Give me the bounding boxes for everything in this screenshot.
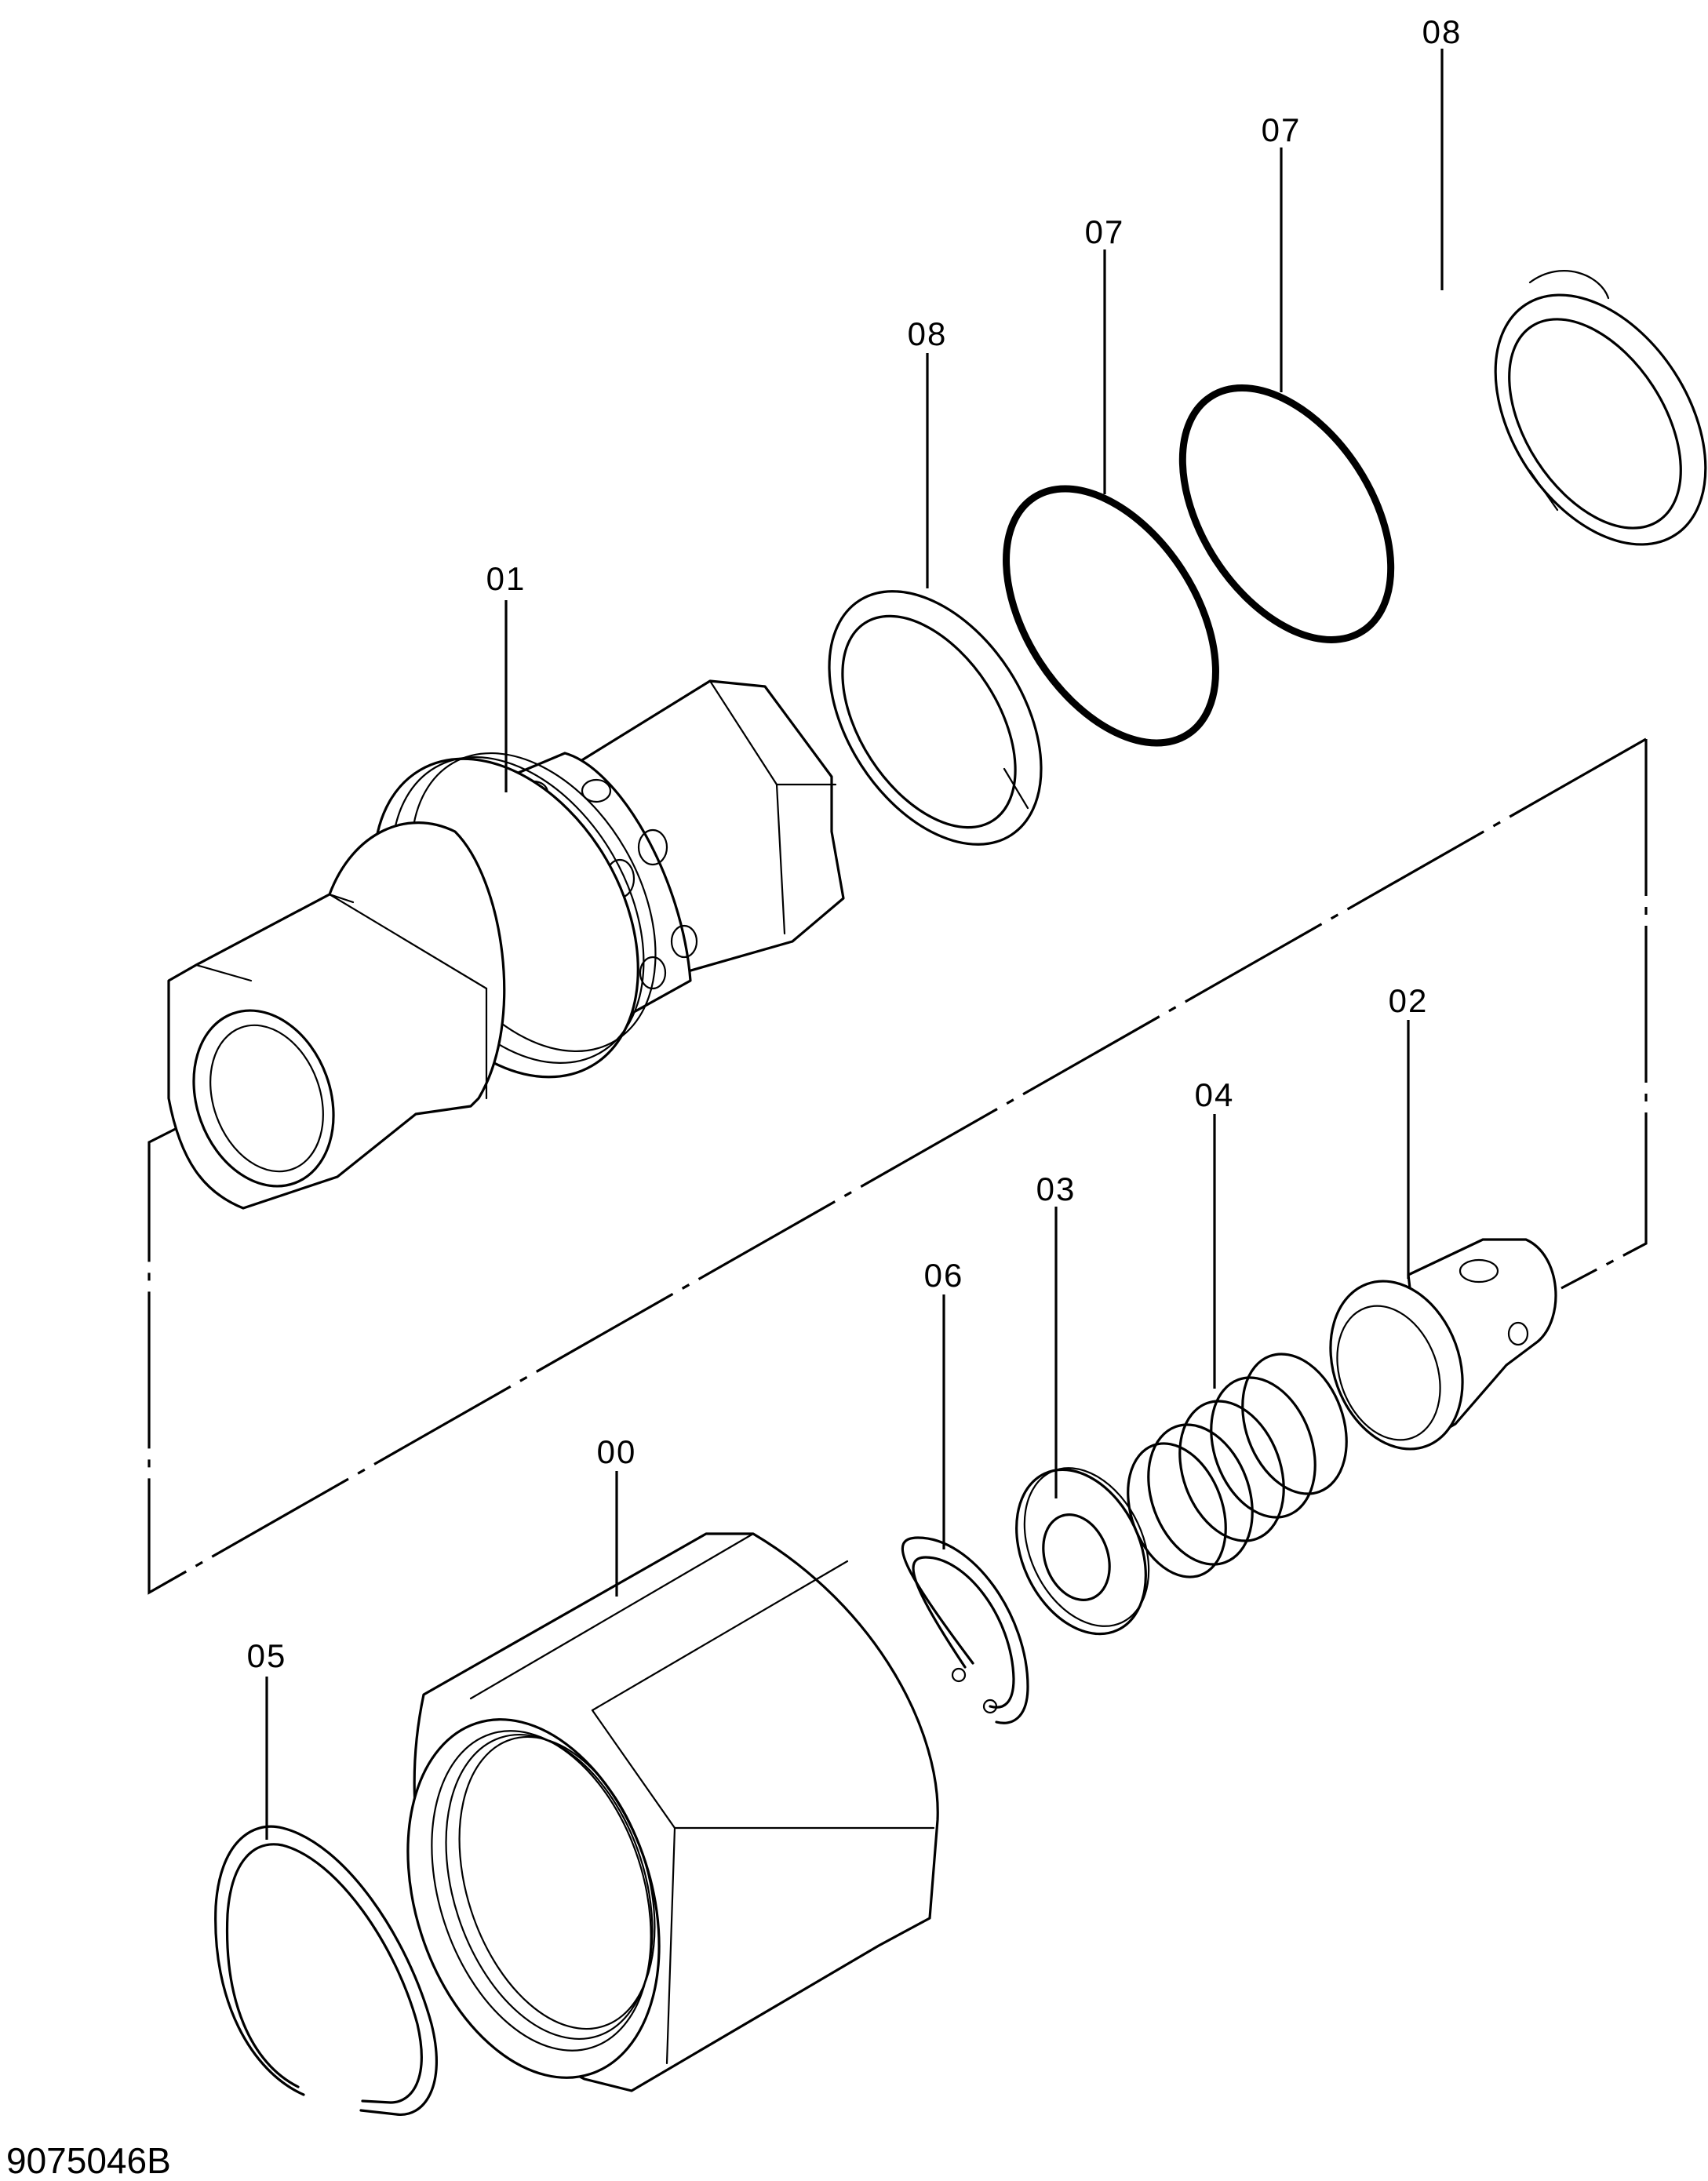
o-ring-07-left: [1003, 485, 1219, 747]
callout-08-left: 08: [908, 315, 948, 352]
callout-06: 06: [924, 1257, 964, 1294]
drawing-number: 9075046B: [6, 2140, 171, 2181]
callout-03: 03: [1036, 1171, 1076, 1207]
backup-ring-08-left: [828, 590, 1043, 846]
assembly-line: [147, 737, 1648, 1595]
spring-04: [1127, 1353, 1348, 1578]
callout-07-left: 07: [1085, 213, 1125, 250]
callout-labels: 08 07 07 08 01 02 04 03 06 00 05: [247, 13, 1462, 1674]
housing-nut-00: [406, 1532, 939, 2092]
o-ring-07-right: [1178, 384, 1395, 643]
callout-02: 02: [1389, 982, 1429, 1019]
valve-body-01: [167, 679, 845, 1210]
poppet-02: [1329, 1238, 1557, 1451]
snap-ring-06: [901, 1536, 1029, 1724]
washer-03: [1015, 1467, 1150, 1636]
leader-lines: [265, 49, 1444, 1840]
callout-07-right: 07: [1262, 111, 1302, 148]
callout-08-right: 08: [1422, 13, 1462, 50]
retaining-ring-05: [214, 1825, 439, 2116]
callout-01: 01: [486, 560, 526, 597]
callout-05: 05: [247, 1637, 287, 1674]
callout-04: 04: [1195, 1076, 1235, 1113]
callout-00: 00: [597, 1433, 637, 1470]
backup-ring-08-right: [1494, 270, 1707, 546]
